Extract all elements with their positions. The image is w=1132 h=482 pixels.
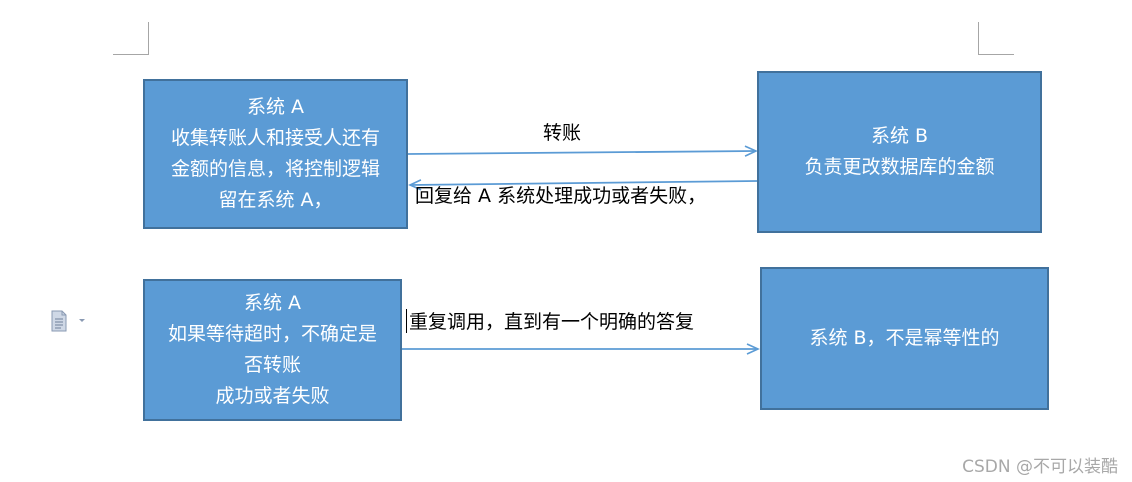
system-a-box-top[interactable]: 系统 A 收集转账人和接受人还有 金额的信息，将控制逻辑 留在系统 A， [143, 79, 408, 229]
arrow-reply[interactable] [408, 179, 758, 191]
page-crop-mark-right [978, 22, 1014, 55]
box-line: 金额的信息，将控制逻辑 [170, 158, 380, 180]
box-line: 收集转账人和接受人还有 [170, 127, 380, 149]
transfer-arrow-label[interactable]: 转账 [543, 122, 582, 144]
retry-arrow-label[interactable]: 重复调用，直到有一个明确的答复 [409, 311, 695, 333]
system-b-box-top[interactable]: 系统 B 负责更改数据库的金额 [757, 71, 1042, 233]
reply-arrow-label[interactable]: 回复给 A 系统处理成功或者失败， [415, 185, 707, 207]
box-line: 系统 A [243, 292, 302, 314]
box-line: 系统 B [870, 125, 929, 147]
text-cursor [406, 309, 407, 333]
watermark: CSDN @不可以装酷 [962, 457, 1118, 477]
box-line: 如果等待超时，不确定是 [167, 323, 377, 345]
box-line: 成功或者失败 [215, 385, 330, 407]
box-line: 系统 B，不是幂等性的 [809, 327, 1000, 349]
system-a-box-bottom[interactable]: 系统 A 如果等待超时，不确定是 否转账 成功或者失败 [143, 279, 402, 421]
page-crop-mark-left [113, 22, 149, 55]
box-line: 系统 A [246, 96, 305, 118]
box-line: 负责更改数据库的金额 [804, 156, 995, 178]
system-b-box-bottom[interactable]: 系统 B，不是幂等性的 [760, 267, 1049, 410]
box-line: 否转账 [243, 354, 301, 376]
clipboard-paste-icon[interactable] [50, 309, 90, 333]
arrow-transfer[interactable] [407, 145, 758, 157]
box-line: 留在系统 A， [218, 189, 333, 211]
